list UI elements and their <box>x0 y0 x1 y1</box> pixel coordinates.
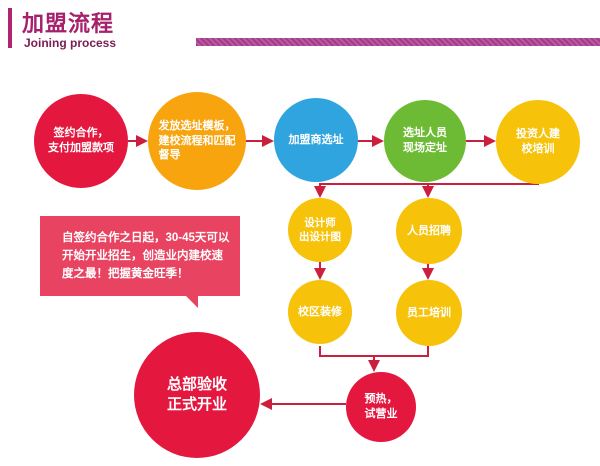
step-onsite-location: 选址人员 现场定址 <box>384 100 466 182</box>
step-trial-operation: 预热， 试营业 <box>346 372 416 442</box>
step-sign-contract: 签约合作， 支付加盟款项 <box>34 94 128 188</box>
step-label: 选址人员 现场定址 <box>403 127 447 154</box>
step-investor-training: 投资人建 校培训 <box>496 100 580 184</box>
step-grand-opening: 总部验收 正式开业 <box>134 332 260 458</box>
step-label: 设计师 出设计图 <box>299 216 341 243</box>
step-recruitment: 人员招聘 <box>396 198 462 264</box>
step-site-selection: 加盟商选址 <box>274 98 358 182</box>
merge-to-s10 <box>319 346 429 357</box>
step-issue-template: 发放选址模板， 建校流程和匹配 督导 <box>148 92 246 190</box>
callout-text: 自签约合作之日起，30-45天可以开始开业招生，创造业内建校速度之最！把握黄金旺… <box>62 232 230 280</box>
decorative-stripe <box>196 38 600 46</box>
page-subtitle: Joining process <box>24 36 117 50</box>
step-label: 总部验收 正式开业 <box>166 375 227 413</box>
title-accent-bar <box>8 8 12 48</box>
step-label: 加盟商选址 <box>288 133 344 146</box>
step-label: 预热， 试营业 <box>364 393 398 420</box>
step-label: 员工培训 <box>407 306 451 319</box>
step-design: 设计师 出设计图 <box>288 198 352 262</box>
callout-note: 自签约合作之日起，30-45天可以开始开业招生，创造业内建校速度之最！把握黄金旺… <box>40 216 240 296</box>
step-label: 签约合作， 支付加盟款项 <box>48 127 114 154</box>
step-label: 人员招聘 <box>407 224 451 237</box>
page-title: 加盟流程 <box>22 11 115 36</box>
branch-to-s7 <box>370 183 434 198</box>
step-staff-training: 员工培训 <box>396 280 462 346</box>
step-renovation: 校区装修 <box>288 280 352 344</box>
step-label: 投资人建 校培训 <box>516 128 560 155</box>
header: 加盟流程 Joining process <box>0 0 600 60</box>
callout-tail <box>184 294 198 308</box>
step-label: 校区装修 <box>298 305 342 318</box>
step-label: 发放选址模板， 建校流程和匹配 督导 <box>158 119 236 162</box>
